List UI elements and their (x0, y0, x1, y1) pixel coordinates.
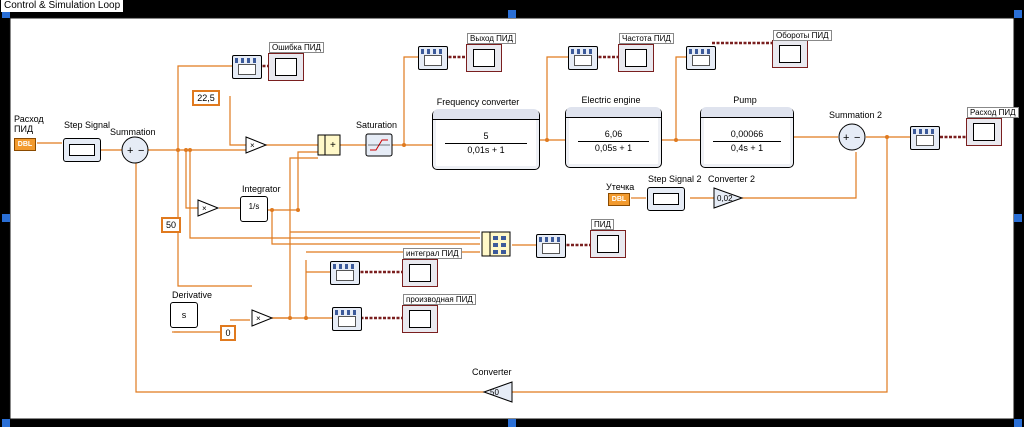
svg-text:−: − (854, 132, 860, 144)
step-signal-label: Step Signal (64, 120, 111, 130)
scope-vyhod[interactable] (466, 44, 502, 72)
scope-rashod-label: Расход ПИД (967, 107, 1019, 118)
scope-wires (258, 41, 966, 320)
multiply-kp (245, 136, 268, 154)
scope-oboroty[interactable] (772, 40, 808, 68)
scope-oboroty-label: Обороты ПИД (773, 30, 832, 41)
scope-pid[interactable] (590, 230, 626, 258)
dbl-input-control[interactable]: DBL (14, 138, 36, 151)
fc-denominator: 0,01s + 1 (467, 145, 505, 155)
svg-text:−: − (138, 145, 144, 157)
step-signal2-label: Step Signal 2 (648, 174, 702, 184)
converter2-gain-triangle (713, 187, 744, 209)
step-signal-block[interactable] (63, 138, 101, 162)
integrator-block[interactable]: 1/s (240, 196, 268, 222)
derivative-block[interactable]: s (170, 302, 198, 328)
frequency-converter-block[interactable]: 5 0,01s + 1 (432, 109, 540, 170)
integrator-symbol: 1/s (248, 202, 260, 211)
collector-oboroty[interactable] (686, 46, 716, 70)
scope-proizvodnaya[interactable] (402, 305, 438, 333)
scope-rashod[interactable] (966, 118, 1002, 146)
electric-engine-block[interactable]: 6,06 0,05s + 1 (565, 107, 662, 168)
svg-text:×: × (256, 314, 261, 323)
loop-title: Control & Simulation Loop (1, 0, 124, 12)
collector-pid[interactable] (536, 234, 566, 258)
svg-text:+: + (843, 132, 849, 144)
scope-chastota-label: Частота ПИД (619, 33, 674, 44)
svg-text:+: + (127, 145, 133, 157)
converter-label: Converter (472, 367, 512, 377)
pump-denominator: 0,4s + 1 (730, 143, 764, 153)
frequency-converter-label: Frequency converter (436, 97, 520, 107)
kp-constant[interactable]: 22,5 (192, 90, 220, 106)
build-array-node (481, 231, 511, 257)
derivative-label: Derivative (172, 290, 213, 300)
multiply-ki (197, 199, 220, 217)
ee-numerator: 6,06 (604, 129, 623, 139)
electric-engine-label: Electric engine (581, 95, 641, 105)
summation2-node: + − (838, 123, 866, 151)
integrator-label: Integrator (242, 184, 281, 194)
scope-pid-label: ПИД (591, 219, 614, 230)
ki-constant[interactable]: 50 (161, 217, 181, 233)
converter-gain-triangle (482, 381, 513, 403)
converter2-gain: 0,02 (717, 194, 733, 203)
svg-text:×: × (250, 141, 255, 150)
saturation-block (365, 133, 393, 157)
converter-gain: 50 (490, 388, 499, 397)
pump-numerator: 0,00066 (730, 129, 764, 139)
summation2-label: Summation 2 (829, 110, 883, 120)
scope-oshibka-label: Ошибка ПИД (269, 42, 324, 53)
svg-text:×: × (202, 204, 207, 213)
fc-numerator: 5 (483, 131, 489, 141)
kd-constant[interactable]: 0 (220, 325, 236, 341)
collector-oshibka[interactable] (232, 55, 262, 79)
collector-integral[interactable] (330, 261, 360, 285)
derivative-symbol: s (181, 310, 187, 320)
pump-block[interactable]: 0,00066 0,4s + 1 (700, 107, 794, 168)
scope-chastota[interactable] (618, 44, 654, 72)
step-signal2-block[interactable] (647, 187, 685, 211)
utechka-label: Утечка (606, 182, 635, 192)
scope-vyhod-label: Выход ПИД (467, 33, 517, 44)
pump-label: Pump (733, 95, 757, 105)
scope-proizvodnaya-label: производная ПИД (403, 294, 476, 305)
ee-denominator: 0,05s + 1 (594, 143, 633, 153)
collector-vyhod[interactable] (418, 46, 448, 70)
scope-integral-label: интеграл ПИД (403, 248, 462, 259)
scope-oshibka[interactable] (268, 53, 304, 81)
input-rashod-label: Расход ПИД (14, 114, 44, 134)
collector-rashod[interactable] (910, 126, 940, 150)
summation-label: Summation (110, 127, 156, 137)
collector-proizvodnaya[interactable] (332, 307, 362, 331)
svg-text:+: + (330, 140, 336, 151)
summation-node: + − (121, 136, 149, 164)
saturation-label: Saturation (356, 120, 398, 130)
compound-add-node: + (317, 134, 341, 156)
converter2-label: Converter 2 (708, 174, 756, 184)
scope-integral[interactable] (402, 259, 438, 287)
dbl-utechka-control[interactable]: DBL (608, 193, 630, 206)
multiply-kd (251, 309, 274, 327)
multipliers (197, 136, 274, 327)
collector-chastota[interactable] (568, 46, 598, 70)
